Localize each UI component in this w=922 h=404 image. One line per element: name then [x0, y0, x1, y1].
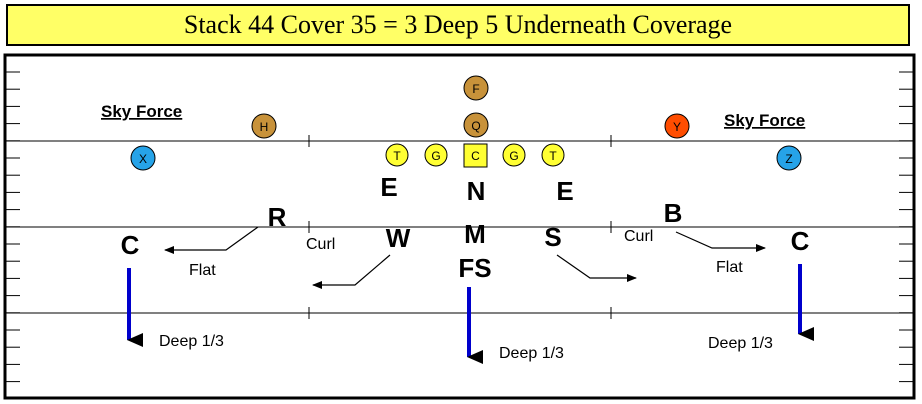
svg-text:X: X [139, 152, 147, 166]
offense-lineman-right-tackle: T [541, 143, 565, 167]
svg-text:F: F [472, 82, 479, 96]
defender-e-right: E [556, 176, 573, 206]
svg-text:G: G [509, 149, 518, 163]
offense-lineman-right-guard: G [502, 143, 526, 167]
svg-text:T: T [549, 149, 557, 163]
diagram-title-text: Stack 44 Cover 35 = 3 Deep 5 Underneath … [183, 10, 733, 39]
offense-player-h: H [251, 113, 277, 139]
hash-marks [308, 135, 612, 319]
svg-text:H: H [260, 120, 269, 134]
flat-right-arrow [675, 231, 766, 252]
curl-left-arrow [312, 254, 391, 289]
defender-c-left: C [121, 230, 140, 260]
zone-deep-right: Deep 1/3 [708, 335, 773, 352]
defender-fs: FS [458, 253, 491, 283]
defender-e-left: E [380, 172, 397, 202]
zone-curl-right: Curl [624, 228, 653, 245]
zone-deep-middle: Deep 1/3 [499, 345, 564, 362]
diagram-title: Stack 44 Cover 35 = 3 Deep 5 Underneath … [6, 4, 910, 46]
zone-flat-right: Flat [716, 259, 743, 276]
defender-r: R [268, 202, 287, 232]
svg-text:T: T [393, 149, 401, 163]
zone-deep-left: Deep 1/3 [159, 333, 224, 350]
offense-player-q: Q [463, 112, 489, 138]
offense-lineman-left-tackle: T [385, 143, 409, 167]
defender-b: B [664, 198, 683, 228]
zone-curl-left: Curl [306, 236, 335, 253]
defender-n: N [467, 176, 486, 206]
defender-w: W [386, 223, 411, 253]
defender-m: M [464, 219, 486, 249]
flat-left-arrow [164, 226, 259, 254]
offense-player-x: X [130, 145, 156, 171]
svg-text:Q: Q [471, 119, 480, 133]
defender-c-right: C [791, 226, 810, 256]
sky-force-right-label: Sky Force [724, 111, 805, 130]
offense-player-z: Z [776, 145, 802, 171]
svg-text:G: G [431, 149, 440, 163]
sky-force-left-label: Sky Force [101, 102, 182, 121]
offense-lineman-left-guard: G [424, 143, 448, 167]
svg-text:C: C [471, 149, 480, 163]
svg-text:Z: Z [785, 152, 792, 166]
offense-lineman-center: C [463, 143, 488, 168]
defender-s: S [544, 222, 561, 252]
svg-text:Y: Y [673, 120, 681, 134]
offense-player-y: Y [664, 113, 690, 139]
sideline-ticks [5, 71, 914, 383]
curl-right-arrow [556, 254, 637, 282]
offense-player-f: F [463, 75, 489, 101]
zone-flat-left: Flat [189, 262, 216, 279]
